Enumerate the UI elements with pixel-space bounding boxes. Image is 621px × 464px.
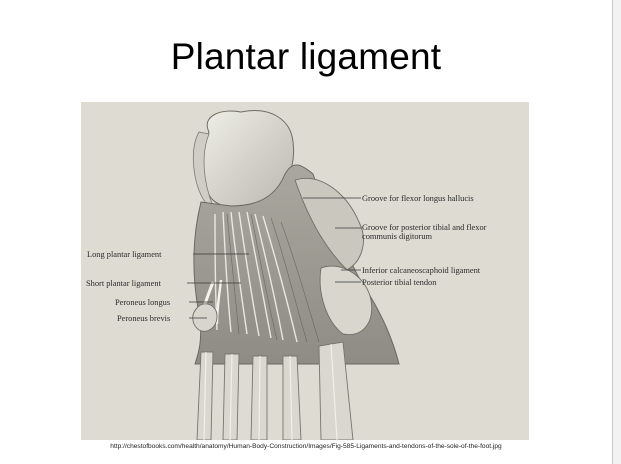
- label-short-plantar-ligament: Short plantar ligament: [86, 279, 162, 288]
- foot-sole-drawing: Groove for flexor longus hallucis Groove…: [86, 110, 487, 440]
- label-peroneus-longus: Peroneus longus: [115, 298, 170, 307]
- slide-title: Plantar ligament: [170, 36, 442, 77]
- label-inferior-calcaneoscaphoid-ligament: Inferior calcaneoscaphoid ligament: [362, 266, 481, 275]
- window-right-edge: [612, 0, 621, 464]
- label-posterior-tibial-tendon: Posterior tibial tendon: [362, 278, 437, 287]
- metatarsal-bones: [196, 341, 354, 440]
- label-long-plantar-ligament: Long plantar ligament: [87, 250, 162, 259]
- long-plantar-ligament-fibres: [214, 211, 298, 343]
- label-groove-posterior-tibial-2: communis digitorum: [362, 232, 433, 241]
- label-groove-posterior-tibial-1: Groove for posterior tibial and flexor: [362, 223, 487, 232]
- label-groove-flexor-longus-hallucis: Groove for flexor longus hallucis: [362, 194, 474, 203]
- leader-lines: [187, 197, 361, 319]
- anatomy-illustration: Groove for flexor longus hallucis Groove…: [81, 102, 529, 440]
- image-source-url: http://chestofbooks.com/health/anatomy/H…: [110, 443, 502, 450]
- label-peroneus-brevis: Peroneus brevis: [117, 314, 170, 323]
